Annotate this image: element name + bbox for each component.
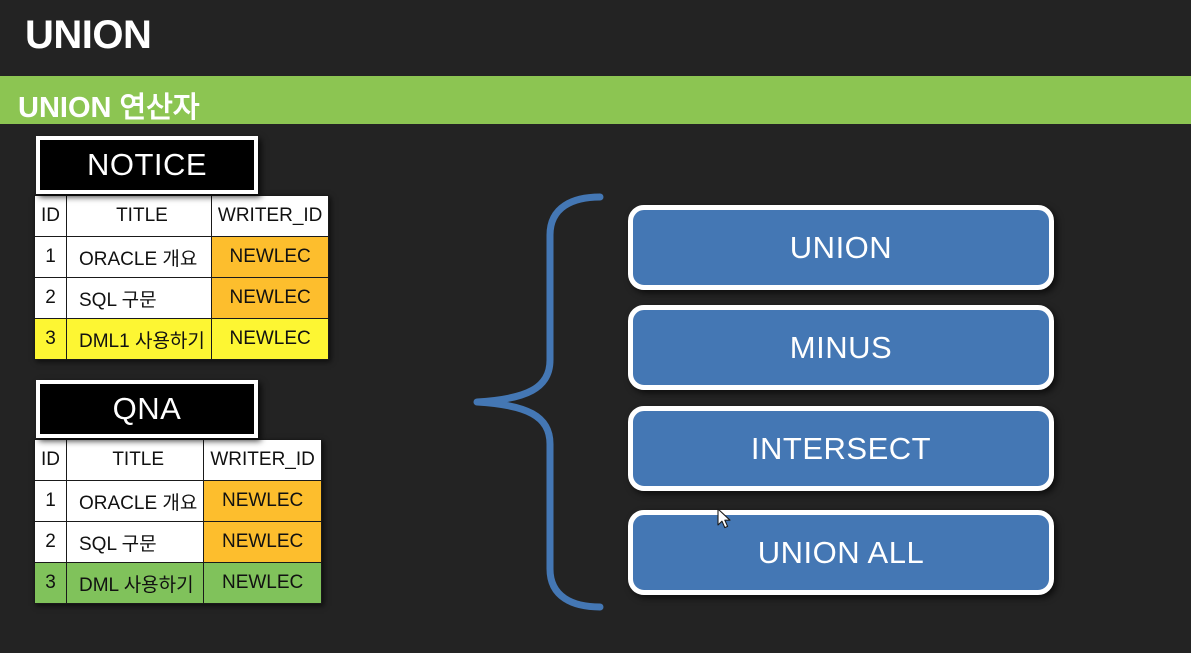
qna-cell-writer: NEWLEC bbox=[203, 521, 322, 563]
operator-button-union-all[interactable]: UNION ALL bbox=[628, 510, 1054, 595]
page-title: UNION bbox=[25, 13, 152, 57]
section-heading: UNION 연산자 bbox=[18, 92, 200, 124]
notice-table-badge: NOTICE bbox=[36, 136, 258, 194]
qna-header-id: ID bbox=[34, 439, 67, 481]
curly-brace-connector bbox=[473, 193, 604, 611]
notice-cell-id: 1 bbox=[34, 236, 67, 278]
notice-table: ID TITLE WRITER_ID 1 ORACLE 개요 NEWLEC 2 … bbox=[34, 195, 330, 360]
qna-header-title: TITLE bbox=[65, 439, 205, 481]
operator-button-minus[interactable]: MINUS bbox=[628, 305, 1054, 390]
qna-cell-title: SQL 구문 bbox=[65, 521, 205, 563]
table-row: 2 SQL 구문 NEWLEC bbox=[34, 277, 330, 319]
table-row: 2 SQL 구문 NEWLEC bbox=[34, 521, 322, 563]
qna-table-name: QNA bbox=[112, 391, 182, 426]
operator-label: UNION ALL bbox=[757, 534, 925, 570]
notice-header-title: TITLE bbox=[66, 195, 212, 237]
notice-cell-id: 3 bbox=[34, 318, 67, 360]
section-band: UNION 연산자 bbox=[0, 76, 1191, 124]
notice-cell-writer: NEWLEC bbox=[210, 236, 330, 278]
table-header-row: ID TITLE WRITER_ID bbox=[34, 195, 330, 237]
table-row-highlighted: 3 DML1 사용하기 NEWLEC bbox=[34, 318, 330, 360]
qna-cell-writer: NEWLEC bbox=[203, 480, 322, 522]
operator-button-union[interactable]: UNION bbox=[628, 205, 1054, 290]
qna-cell-id: 2 bbox=[34, 521, 67, 563]
qna-cell-writer: NEWLEC bbox=[203, 562, 322, 604]
qna-header-writer: WRITER_ID bbox=[203, 439, 322, 481]
qna-cell-id: 3 bbox=[34, 562, 67, 604]
operator-button-intersect[interactable]: INTERSECT bbox=[628, 406, 1054, 491]
notice-table-name: NOTICE bbox=[86, 147, 208, 182]
title-bar: UNION bbox=[0, 0, 1191, 76]
qna-table: ID TITLE WRITER_ID 1 ORACLE 개요 NEWLEC 2 … bbox=[34, 439, 322, 604]
notice-cell-writer: NEWLEC bbox=[210, 318, 330, 360]
qna-cell-title: ORACLE 개요 bbox=[65, 480, 205, 522]
table-row: 1 ORACLE 개요 NEWLEC bbox=[34, 236, 330, 278]
notice-cell-writer: NEWLEC bbox=[210, 277, 330, 319]
notice-cell-title: DML1 사용하기 bbox=[66, 318, 212, 360]
operator-label: INTERSECT bbox=[750, 430, 932, 466]
qna-cell-title: DML 사용하기 bbox=[65, 562, 205, 604]
qna-cell-id: 1 bbox=[34, 480, 67, 522]
operator-label: MINUS bbox=[789, 329, 893, 365]
table-header-row: ID TITLE WRITER_ID bbox=[34, 439, 322, 481]
notice-cell-title: ORACLE 개요 bbox=[66, 236, 212, 278]
notice-cell-id: 2 bbox=[34, 277, 67, 319]
notice-header-id: ID bbox=[34, 195, 67, 237]
notice-header-writer: WRITER_ID bbox=[210, 195, 330, 237]
qna-table-badge: QNA bbox=[36, 380, 258, 438]
operator-label: UNION bbox=[789, 229, 893, 265]
table-row: 1 ORACLE 개요 NEWLEC bbox=[34, 480, 322, 522]
table-row-highlighted: 3 DML 사용하기 NEWLEC bbox=[34, 562, 322, 604]
notice-cell-title: SQL 구문 bbox=[66, 277, 212, 319]
